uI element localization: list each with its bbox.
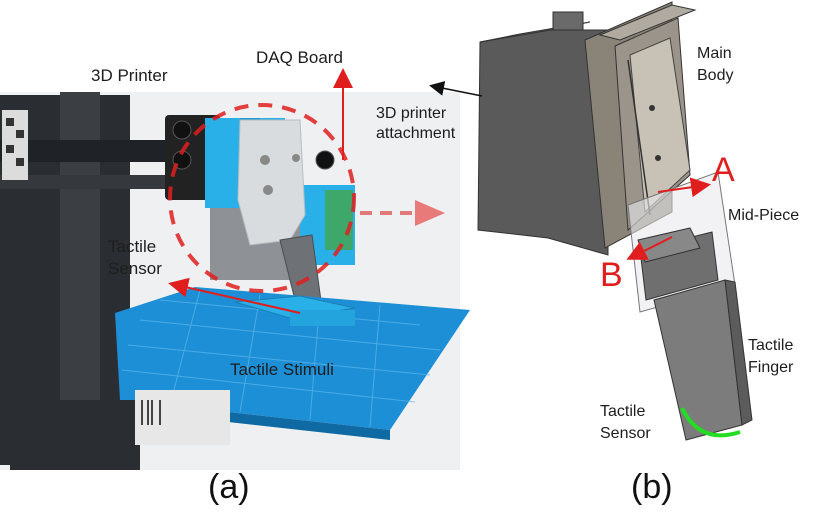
marker-a-pointer: [657, 177, 711, 198]
serial-label: [135, 390, 230, 445]
label-main-body-line2: Body: [697, 67, 734, 84]
label-3d-printer-attachment-line1: 3D printer: [376, 105, 447, 122]
label-daq-board: DAQ Board: [256, 48, 343, 67]
label-tactile-sensor-b-line1: Tactile: [600, 403, 646, 420]
marker-a: A: [712, 151, 735, 189]
label-tactile-sensor-line2: Sensor: [108, 259, 162, 278]
highlight-dashed-circle: [168, 103, 356, 293]
label-tactile-finger-line1: Tactile: [748, 337, 794, 354]
label-tactile-finger-line2: Finger: [748, 359, 794, 376]
label-main-body-line1: Main: [697, 45, 732, 62]
photo-3d-printer-setup: [0, 92, 470, 470]
label-tactile-stimuli: Tactile Stimuli: [230, 360, 334, 379]
attachment-pointer: [429, 80, 483, 97]
label-tactile-sensor-line1: Tactile: [108, 237, 157, 256]
marker-b-pointer: [626, 236, 673, 260]
caption-a: (a): [208, 468, 250, 506]
label-mid-piece: Mid-Piece: [728, 207, 800, 224]
label-3d-printer: 3D Printer: [91, 66, 168, 85]
tactile-sensor-pointer: [168, 277, 301, 314]
cad-model: [477, 1, 753, 441]
label-3d-printer-attachment-line2: attachment: [376, 125, 456, 142]
qr-code-sticker: [2, 110, 28, 180]
label-tactile-sensor-b-line2: Sensor: [600, 425, 651, 442]
tactile-sensor-tip: [680, 407, 741, 438]
caption-b: (b): [631, 468, 673, 506]
marker-b: B: [600, 256, 623, 294]
